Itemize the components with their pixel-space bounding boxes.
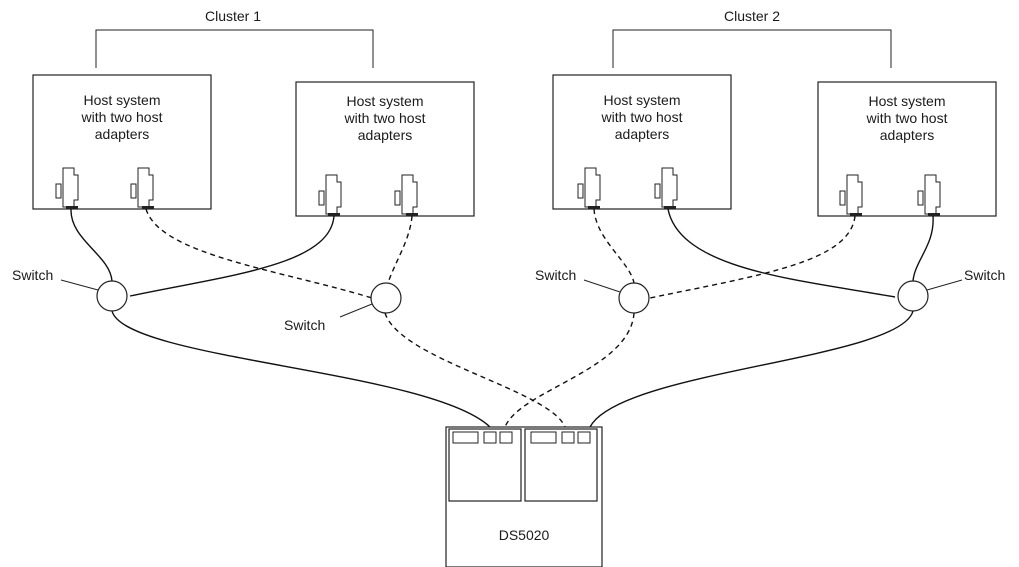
switch-3-leader [583,279,621,293]
host-adapter-icon [654,167,678,209]
host-system-1: Host system with two host adapters [32,74,212,210]
host-system-2-label-line2: with two host [344,110,426,126]
cable-switch2-to-storage [384,312,566,428]
switch-3: Switch [535,267,650,314]
switch-2-label: Switch [284,317,325,333]
switch-1-leader [60,279,99,291]
host-system-1-label-line3: adapters [95,126,149,142]
switch-4-leader [926,279,963,291]
host-system-4: Host system with two host adapters [817,81,997,217]
cable-switch4-to-storage [589,310,914,428]
controller-a [448,428,522,502]
host-system-1-label-line2: with two host [81,109,163,125]
switch-4-node [897,280,929,312]
cable-host3-to-switch3 [593,208,635,284]
host-system-2-box [295,81,475,217]
cluster-2-label: Cluster 2 [724,8,780,24]
ds5020-label: DS5020 [499,527,550,543]
host-adapter-icon [130,167,154,209]
cluster-1-label: Cluster 1 [205,8,261,24]
cluster-2-bracket [612,29,892,68]
switch-1: Switch [12,267,128,312]
host-system-3-label-line2: with two host [601,109,683,125]
cluster-1-group: Cluster 1 [95,8,374,68]
host-system-4-label-line1: Host system [868,93,945,109]
controller-b [524,428,598,502]
host-adapter-icon [394,174,418,216]
cable-host1-to-switch1 [70,208,113,282]
port-icon [530,431,557,444]
cable-host1-to-switch2 [145,208,373,299]
host-system-3: Host system with two host adapters [552,74,732,210]
host-adapter-icon [318,174,342,216]
host-adapter-icon [917,174,941,216]
switch-1-node [96,280,128,312]
switch-2-leader [339,303,373,318]
host-system-4-label-line2: with two host [866,110,948,126]
cable-host2-to-switch1 [129,215,335,297]
switch-2-node [370,282,402,314]
port-icon [499,431,513,444]
host-adapter-icon [55,167,79,209]
host-system-3-label-line1: Host system [603,92,680,108]
host-adapter-icon [839,174,863,216]
switch-1-label: Switch [12,267,53,283]
switch-4-label: Switch [964,267,1005,283]
solid-cables [70,208,934,428]
cable-switch1-to-storage [111,310,491,428]
host-system-4-box [817,81,997,217]
ds5020-storage: DS5020 [445,426,603,567]
switch-2: Switch [284,282,402,333]
host-adapter-icon [577,167,601,209]
port-icon [561,431,575,444]
port-icon [452,431,479,444]
port-icon [483,431,497,444]
host-system-2: Host system with two host adapters [295,81,475,217]
dashed-cables [145,208,856,428]
host-system-1-label-line1: Host system [83,92,160,108]
cluster-1-bracket [95,29,374,68]
cable-host3-to-switch4 [667,208,896,298]
cable-host4-to-switch3 [649,215,856,299]
switch-3-node [618,282,650,314]
cable-host4-to-switch4 [912,215,934,282]
switch-4: Switch [897,267,1005,312]
port-icon [577,431,591,444]
host-system-2-label-line1: Host system [346,93,423,109]
host-system-4-label-line3: adapters [880,127,934,143]
cable-switch3-to-storage [504,312,635,428]
host-system-2-label-line3: adapters [358,127,412,143]
cluster-2-group: Cluster 2 [612,8,892,68]
host-system-3-label-line3: adapters [615,126,669,142]
cable-host2-to-switch2 [387,215,413,284]
switch-3-label: Switch [535,267,576,283]
